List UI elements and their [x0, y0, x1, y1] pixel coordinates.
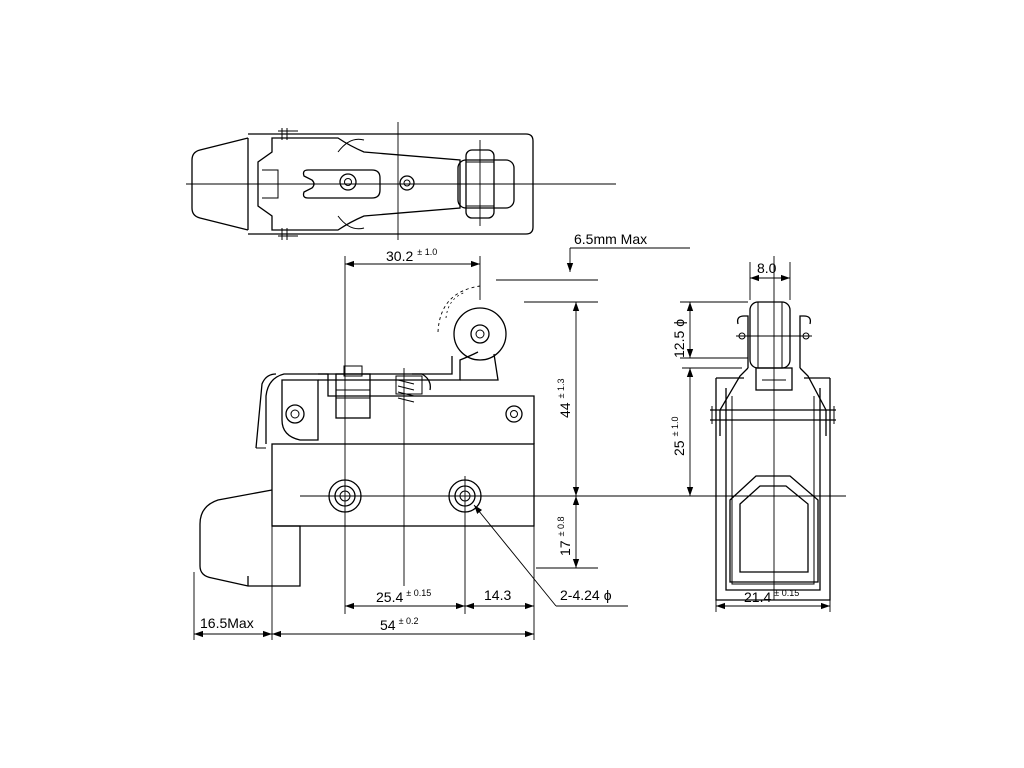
dim-body-width: 21.4± 0.15	[744, 588, 799, 605]
dim-hole-pitch: 25.4± 0.15	[376, 588, 431, 605]
top-view	[186, 122, 616, 240]
dim-roller-offset: 30.2± 1.0	[386, 247, 437, 264]
front-view	[193, 256, 710, 640]
dim-height-25: 25± 1.0	[670, 416, 687, 456]
dim-overtravel: 6.5mm Max	[574, 231, 647, 247]
dimension-labels: 30.2± 1.0 6.5mm Max 8.0 12.5ϕ 44± 1.3 25…	[200, 231, 799, 633]
dim-height-17: 17± 0.8	[556, 516, 573, 556]
dimension-lines	[194, 247, 831, 638]
dim-plunger-max: 16.5Max	[200, 615, 254, 631]
dim-roller-width: 8.0	[757, 260, 777, 276]
side-view	[704, 256, 846, 601]
dim-body-length: 54± 0.2	[380, 616, 419, 633]
dim-height-44: 44± 1.3	[556, 378, 573, 418]
dim-hole-edge: 14.3	[484, 587, 511, 603]
dim-roller-dia: 12.5ϕ	[671, 319, 687, 358]
